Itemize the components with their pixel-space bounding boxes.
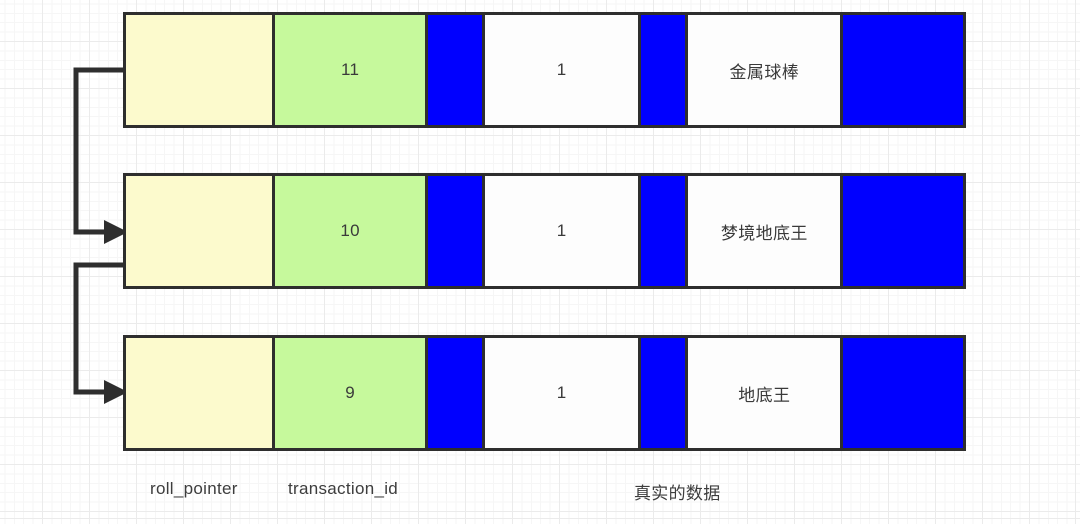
- row-1-data-cell-1: 1: [482, 15, 639, 125]
- row-3-data-cell-2: 地底王: [685, 338, 841, 448]
- row-3-data-cell-1: 1: [482, 338, 639, 448]
- row-1-blue-cell-1: [425, 15, 483, 125]
- row-3-roll-pointer-cell: [126, 338, 273, 448]
- legend-roll-pointer: roll_pointer: [150, 479, 238, 498]
- record-row-2: 10 1 梦境地底王: [123, 173, 966, 289]
- row-1-data-cell-2: 金属球棒: [685, 15, 841, 125]
- row-2-data-cell-1: 1: [482, 176, 639, 286]
- row-1-transaction-id-cell: 11: [272, 15, 426, 125]
- row-2-blue-cell-3: [840, 176, 963, 286]
- record-row-3: 9 1 地底王: [123, 335, 966, 451]
- row-1-blue-cell-2: [638, 15, 686, 125]
- connector-row1-to-row2: [73, 67, 126, 235]
- row-2-blue-cell-2: [638, 176, 686, 286]
- row-2-roll-pointer-cell: [126, 176, 273, 286]
- row-1-roll-pointer-cell: [126, 15, 273, 125]
- row-3-blue-cell-3: [840, 338, 963, 448]
- connector-row2-to-row3: [73, 262, 126, 395]
- legend-real-data: 真实的数据: [634, 484, 721, 503]
- row-3-blue-cell-2: [638, 338, 686, 448]
- row-3-transaction-id-cell: 9: [272, 338, 426, 448]
- legend-transaction-id: transaction_id: [288, 479, 399, 498]
- row-1-blue-cell-3: [840, 15, 963, 125]
- record-row-1: 11 1 金属球棒: [123, 12, 966, 128]
- row-3-blue-cell-1: [425, 338, 483, 448]
- row-2-data-cell-2: 梦境地底王: [685, 176, 841, 286]
- row-2-blue-cell-1: [425, 176, 483, 286]
- row-2-transaction-id-cell: 10: [272, 176, 426, 286]
